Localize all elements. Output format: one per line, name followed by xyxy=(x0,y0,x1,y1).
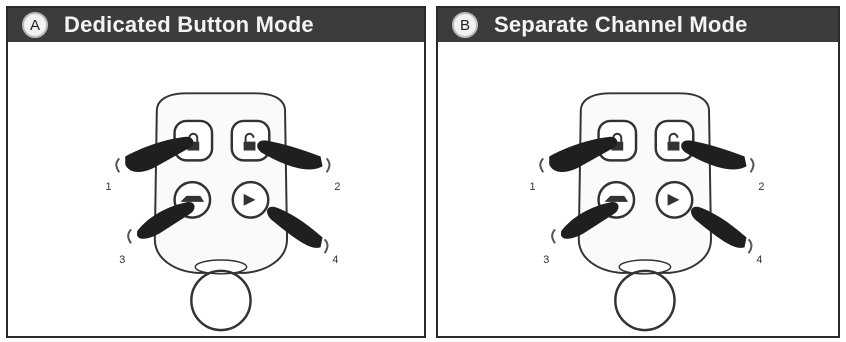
label-3: 3 xyxy=(119,254,125,266)
panic-horn-icon xyxy=(667,193,680,206)
key-fob-body xyxy=(153,92,289,274)
finger-4 xyxy=(691,206,747,248)
label-3: 3 xyxy=(543,254,549,266)
panel-a-badge: A xyxy=(22,12,48,38)
trunk-icon xyxy=(604,195,629,202)
trunk-icon xyxy=(180,195,205,202)
panel-b-header: B Separate Channel Mode xyxy=(438,8,838,42)
key-ring-slot xyxy=(194,259,248,275)
panel-a-header: A Dedicated Button Mode xyxy=(8,8,424,42)
finger-4 xyxy=(267,206,323,248)
label-2: 2 xyxy=(758,181,764,193)
panel-a-illustration: 1 2 3 4 xyxy=(106,92,340,332)
finger-3 xyxy=(137,201,195,239)
key-ring xyxy=(614,269,676,332)
panel-a-title: Dedicated Button Mode xyxy=(64,12,314,37)
unlock-icon xyxy=(243,132,256,151)
finger-3 xyxy=(561,201,619,239)
panic-button xyxy=(655,180,694,219)
panel-b: B Separate Channel Mode xyxy=(436,6,840,338)
panic-button xyxy=(231,180,270,219)
panel-b-illustration: 1 2 3 4 xyxy=(529,92,764,332)
finger-1 xyxy=(549,136,618,173)
panel-b-title: Separate Channel Mode xyxy=(494,12,748,37)
finger-2 xyxy=(681,140,747,170)
label-1: 1 xyxy=(106,181,112,193)
key-ring-slot xyxy=(618,259,672,275)
finger-1 xyxy=(125,136,194,173)
panel-a: A Dedicated Button Mode xyxy=(6,6,426,338)
label-1: 1 xyxy=(529,181,535,193)
key-ring xyxy=(190,269,252,332)
unlock-icon xyxy=(667,132,680,151)
label-2: 2 xyxy=(334,181,340,193)
panel-b-badge: B xyxy=(452,12,478,38)
label-4: 4 xyxy=(756,254,762,266)
key-fob-body xyxy=(577,92,712,274)
label-4: 4 xyxy=(332,254,338,266)
panic-horn-icon xyxy=(243,193,256,206)
finger-2 xyxy=(257,140,323,170)
